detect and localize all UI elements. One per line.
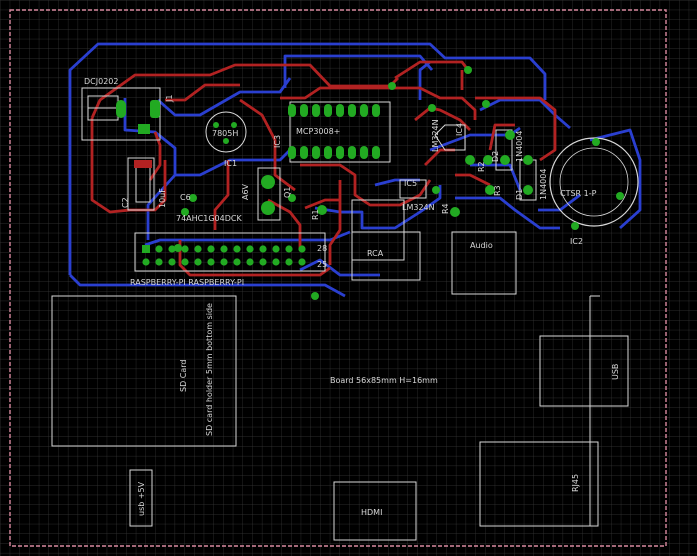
ctsr-footprint <box>549 137 639 230</box>
label-pin-25: 25 <box>317 260 327 269</box>
capacitor-c2 <box>134 160 152 203</box>
regulator-footprint <box>205 111 247 153</box>
label-c2-value: 10uF <box>158 188 167 208</box>
label-usb: USB <box>611 364 620 380</box>
label-rj45: RJ45 <box>571 474 580 492</box>
label-r2: R2 <box>477 161 486 172</box>
label-a6v: A6V <box>241 183 250 200</box>
pads-and-vias <box>116 66 533 300</box>
label-mcp3008: MCP3008+ <box>296 127 340 136</box>
label-rca: RCA <box>367 249 384 258</box>
label-usb-5v: usb +5V <box>137 481 146 516</box>
label-7805h: 7805H <box>212 129 238 138</box>
label-ctsr: CTSR 1-P <box>560 189 597 198</box>
label-j1: J1 <box>165 95 174 103</box>
label-audio: Audio <box>470 241 493 250</box>
label-ic2: IC2 <box>570 237 583 246</box>
label-ic5: IC5 <box>404 179 417 188</box>
label-74ahc: 74AHC1G04DCK <box>176 214 242 223</box>
board-title: Board 56x85mm H=16mm <box>330 376 438 385</box>
label-r3: R3 <box>493 185 502 196</box>
mcp3008-pads <box>288 104 380 159</box>
label-d2-value: 1N4004 <box>515 131 524 162</box>
gpio-header-pads <box>142 245 306 266</box>
label-sd-holder: SD card holder 5mm bottom side <box>205 303 214 436</box>
label-q1: Q1 <box>283 187 292 198</box>
label-r1: R1 <box>311 209 320 220</box>
label-d2: D2 <box>491 151 500 162</box>
silkscreen-outlines <box>51 87 629 541</box>
label-c2: C2 <box>121 197 130 208</box>
label-sd-card: SD Card <box>179 360 188 393</box>
component-labels: DCJ0202 J1 C2 10uF 7805H IC1 C6 74AHC1G0… <box>84 77 597 287</box>
footprint-labels: SD Card SD card holder 5mm bottom side R… <box>137 241 620 517</box>
label-raspberry-pi: RASPBERRY-PI RASPBERRY-PI <box>130 278 244 287</box>
label-d1: D1 <box>515 189 524 200</box>
label-r4: R4 <box>441 203 450 214</box>
label-c6: C6 <box>180 193 191 202</box>
label-ic3: IC3 <box>273 135 282 148</box>
label-hdmi: HDMI <box>361 508 382 517</box>
label-ic1: IC1 <box>224 159 237 168</box>
top-copper-traces <box>90 60 557 277</box>
label-lm324n: LM324N <box>431 119 440 152</box>
label-ic4: IC4 <box>455 123 464 136</box>
label-d1-value: 1N4004 <box>539 169 548 200</box>
label-dcj0202: DCJ0202 <box>84 77 118 86</box>
label-ic5-value: LM324N <box>402 203 435 212</box>
board-outline <box>9 9 667 547</box>
label-pin-28: 28 <box>317 244 327 253</box>
